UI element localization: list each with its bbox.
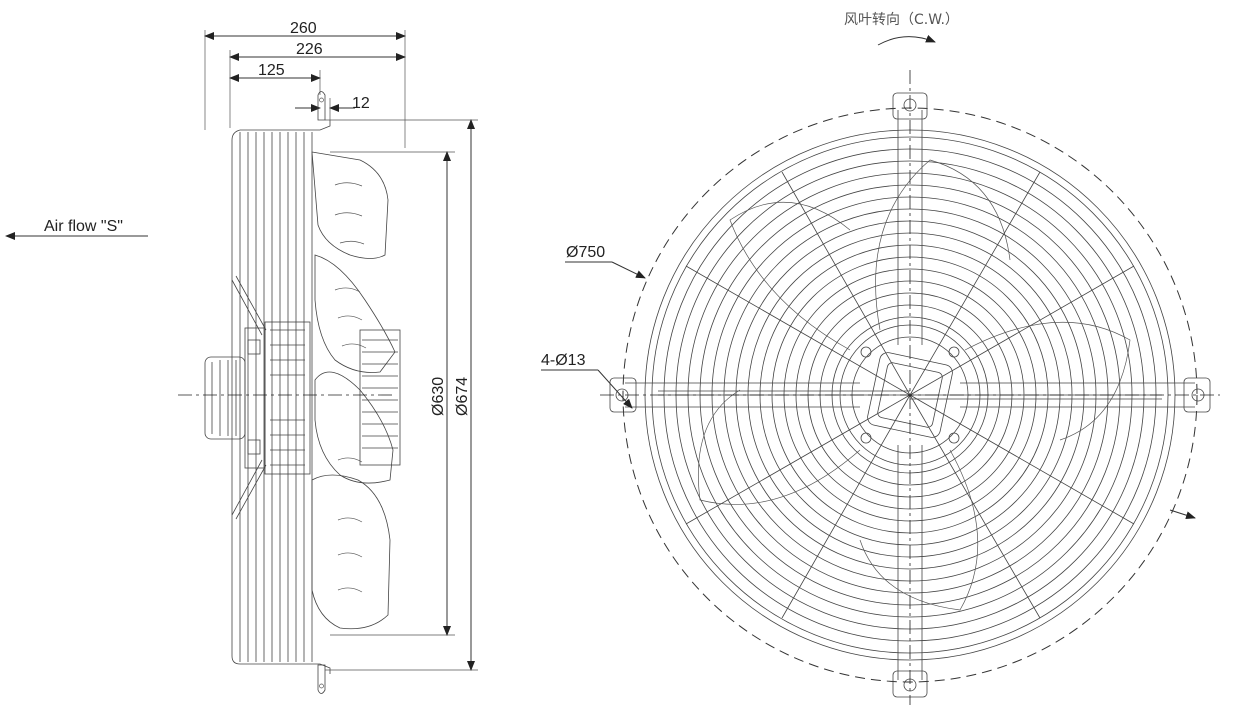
side-view: 260 226 125 12 <box>5 20 478 694</box>
dim-750: Ø750 <box>565 244 1196 520</box>
dim-260: 260 <box>204 20 406 40</box>
fan-blades-side <box>311 151 396 630</box>
dim-674-label: Ø674 <box>454 377 471 416</box>
rotation-indicator: 风叶转向（C.W.） <box>844 12 959 46</box>
guard-rings <box>239 132 313 662</box>
dim-125-label: 125 <box>258 62 285 79</box>
fan-blades-front <box>697 159 1131 611</box>
motor-side <box>204 321 311 475</box>
dim-226: 226 <box>229 41 406 61</box>
dim-750-label: Ø750 <box>566 244 605 261</box>
dim-674: Ø674 <box>454 119 475 671</box>
hub-fins <box>359 329 401 466</box>
dim-630: Ø630 <box>430 151 451 636</box>
dim-12: 12 <box>295 95 370 112</box>
airflow-indicator: Air flow "S" <box>5 218 148 240</box>
dim-226-label: 226 <box>296 41 323 58</box>
dim-260-label: 260 <box>290 20 317 37</box>
front-view: 风叶转向（C.W.） <box>541 12 1220 705</box>
dim-holes-label: 4-Ø13 <box>541 352 586 369</box>
rotation-label: 风叶转向（C.W.） <box>844 12 959 28</box>
dim-holes: 4-Ø13 <box>541 352 633 409</box>
dim-125: 125 <box>229 62 321 82</box>
airflow-label: Air flow "S" <box>44 218 123 235</box>
dim-12-label: 12 <box>352 95 370 112</box>
dim-630-label: Ø630 <box>430 377 447 416</box>
